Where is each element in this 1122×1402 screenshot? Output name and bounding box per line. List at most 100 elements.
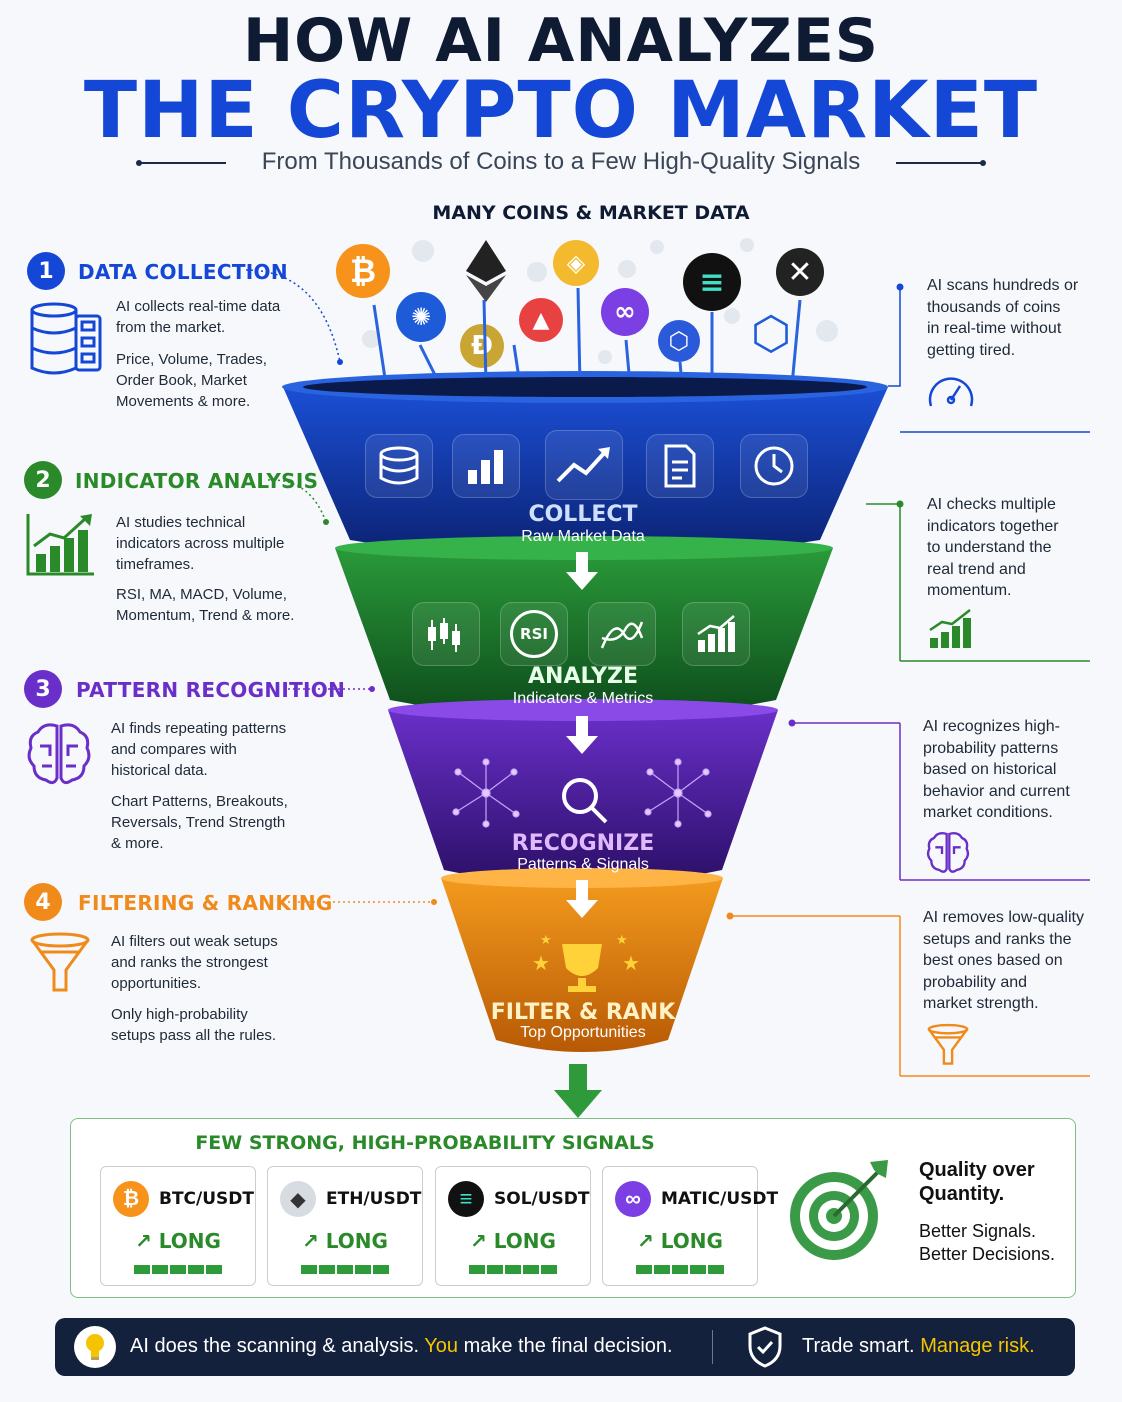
line: AI scans hundreds or bbox=[927, 277, 1079, 294]
line: to understand the bbox=[927, 539, 1052, 556]
signal-card-btc[interactable]: ₿ BTC/USDT ↗ LONG bbox=[100, 1166, 256, 1286]
footer-message: AI does the scanning & analysis. You mak… bbox=[130, 1335, 673, 1358]
line: historical data. bbox=[111, 762, 208, 779]
trend-up-icon bbox=[545, 430, 623, 500]
step-2-title: INDICATOR ANALYSIS bbox=[75, 469, 319, 493]
line: market conditions. bbox=[923, 804, 1053, 821]
direction-label: LONG bbox=[325, 1229, 388, 1253]
subtitle-rule-right bbox=[896, 162, 982, 164]
line: AI studies technical bbox=[116, 514, 246, 531]
step-2-text-2: RSI, MA, MACD, Volume, Momentum, Trend &… bbox=[116, 584, 294, 626]
brain-icon bbox=[926, 832, 970, 873]
signal-pair: MATIC/USDT bbox=[661, 1189, 779, 1209]
funnel-icon bbox=[30, 932, 90, 992]
svg-text:★: ★ bbox=[532, 951, 550, 975]
document-icon bbox=[646, 434, 714, 498]
line: indicators together bbox=[927, 517, 1059, 535]
step-4-text-1: AI filters out weak setups and ranks the… bbox=[111, 931, 278, 994]
signal-direction: ↗ LONG bbox=[436, 1229, 590, 1253]
stage-filter-title: FILTER & RANK bbox=[490, 1000, 676, 1025]
step-4-title: FILTERING & RANKING bbox=[78, 891, 333, 915]
footer-you: You bbox=[424, 1335, 459, 1357]
bubble bbox=[816, 320, 838, 342]
footer-trade-message: Trade smart. Manage risk. bbox=[802, 1335, 1035, 1358]
subtitle-dot-left bbox=[136, 160, 142, 166]
stage-analyze-sub: Indicators & Metrics bbox=[512, 690, 654, 707]
database-icon bbox=[365, 434, 433, 498]
strength-bars bbox=[134, 1265, 222, 1274]
title-line-2: THE CRYPTO MARKET bbox=[83, 66, 1039, 156]
signal-card-matic[interactable]: ∞ MATIC/USDT ↗ LONG bbox=[602, 1166, 778, 1286]
database-server-icon bbox=[30, 302, 102, 375]
right-note-3: AI recognizes high- probability patterns… bbox=[923, 716, 1070, 824]
brain-icon bbox=[27, 723, 91, 785]
bubble bbox=[650, 240, 664, 254]
title-line-1: HOW AI ANALYZES bbox=[242, 6, 880, 76]
line: real trend and bbox=[927, 560, 1026, 578]
line: from the market. bbox=[116, 319, 226, 336]
signal-direction: ↗ LONG bbox=[101, 1229, 255, 1253]
growth-chart-icon bbox=[929, 609, 971, 648]
line: Movements & more. bbox=[116, 393, 251, 410]
shield-check-icon bbox=[748, 1326, 782, 1368]
footer-part-2: make the final decision. bbox=[463, 1335, 673, 1357]
step-1-title: DATA COLLECTION bbox=[78, 260, 288, 284]
line: in real-time without bbox=[927, 320, 1062, 337]
line: behavior and current bbox=[923, 782, 1070, 800]
footer-banner bbox=[55, 1318, 1075, 1376]
lightbulb-icon bbox=[74, 1326, 116, 1368]
svg-text:★: ★ bbox=[540, 933, 552, 948]
bar-chart-icon bbox=[452, 434, 520, 498]
arrow-up-right-icon: ↗ bbox=[637, 1229, 654, 1253]
signal-card-sol[interactable]: ≡ SOL/USDT ↗ LONG bbox=[435, 1166, 591, 1286]
subtitle: From Thousands of Coins to a Few High-Qu… bbox=[261, 148, 861, 175]
line: Quality over bbox=[919, 1159, 1035, 1181]
rsi-icon: RSI bbox=[500, 602, 568, 666]
step-4-number: 4 bbox=[24, 883, 62, 921]
signal-pair: ETH/USDT bbox=[326, 1189, 422, 1209]
target-icon bbox=[790, 1160, 888, 1260]
footer-divider bbox=[712, 1330, 713, 1364]
solana-icon: ≡ bbox=[448, 1181, 484, 1217]
footer-manage: Manage risk. bbox=[920, 1335, 1035, 1357]
subtitle-rule-left bbox=[140, 162, 226, 164]
right-note-1: AI scans hundreds or thousands of coins … bbox=[927, 275, 1078, 361]
bubble bbox=[362, 330, 380, 348]
signals-heading: FEW STRONG, HIGH-PROBABILITY SIGNALS bbox=[195, 1132, 655, 1154]
ethereum-coin-icon bbox=[466, 240, 506, 302]
line: based on historical bbox=[923, 761, 1057, 778]
line: Quantity. bbox=[919, 1183, 1005, 1205]
signal-pair: SOL/USDT bbox=[494, 1189, 590, 1209]
line: AI collects real-time data bbox=[116, 298, 281, 315]
hexagon-coin-icon: ⬡ bbox=[750, 307, 792, 359]
line: AI removes low-quality bbox=[923, 909, 1084, 926]
bitcoin-coin-icon: ₿ bbox=[336, 244, 390, 298]
stage-collect-title: COLLECT bbox=[528, 502, 638, 527]
step-2-text-1: AI studies technical indicators across m… bbox=[116, 512, 284, 575]
rsi-label: RSI bbox=[510, 610, 558, 658]
chainlink-coin-icon: ⬡ bbox=[658, 320, 700, 362]
signal-card-eth[interactable]: ◆ ETH/USDT ↗ LONG bbox=[267, 1166, 423, 1286]
stage-recognize-sub: Patterns & Signals bbox=[517, 856, 649, 873]
stage-analyze-title: ANALYZE bbox=[528, 664, 638, 689]
solana-coin-icon: ≡ bbox=[683, 253, 741, 311]
polygon-icon: ∞ bbox=[615, 1181, 651, 1217]
candlestick-icon bbox=[412, 602, 480, 666]
quality-sub: Better Signals. Better Decisions. bbox=[919, 1220, 1055, 1266]
arrow-up-right-icon: ↗ bbox=[135, 1229, 152, 1253]
step-1-number: 1 bbox=[27, 252, 65, 290]
growth-bars-icon bbox=[682, 602, 750, 666]
line: Price, Volume, Trades, bbox=[116, 351, 267, 368]
bubble bbox=[527, 262, 547, 282]
bitcoin-icon: ₿ bbox=[113, 1181, 149, 1217]
bubble bbox=[598, 350, 612, 364]
funnel-icon bbox=[927, 1023, 969, 1065]
line: setups and ranks the bbox=[923, 930, 1072, 948]
line: & more. bbox=[111, 835, 164, 852]
line: probability patterns bbox=[923, 739, 1059, 757]
subtitle-dot-right bbox=[980, 160, 986, 166]
coins-heading: MANY COINS & MARKET DATA bbox=[432, 202, 750, 224]
step-2-number: 2 bbox=[24, 461, 62, 499]
line: Only high-probability bbox=[111, 1006, 248, 1023]
stage-recognize-title: RECOGNIZE bbox=[511, 831, 655, 856]
